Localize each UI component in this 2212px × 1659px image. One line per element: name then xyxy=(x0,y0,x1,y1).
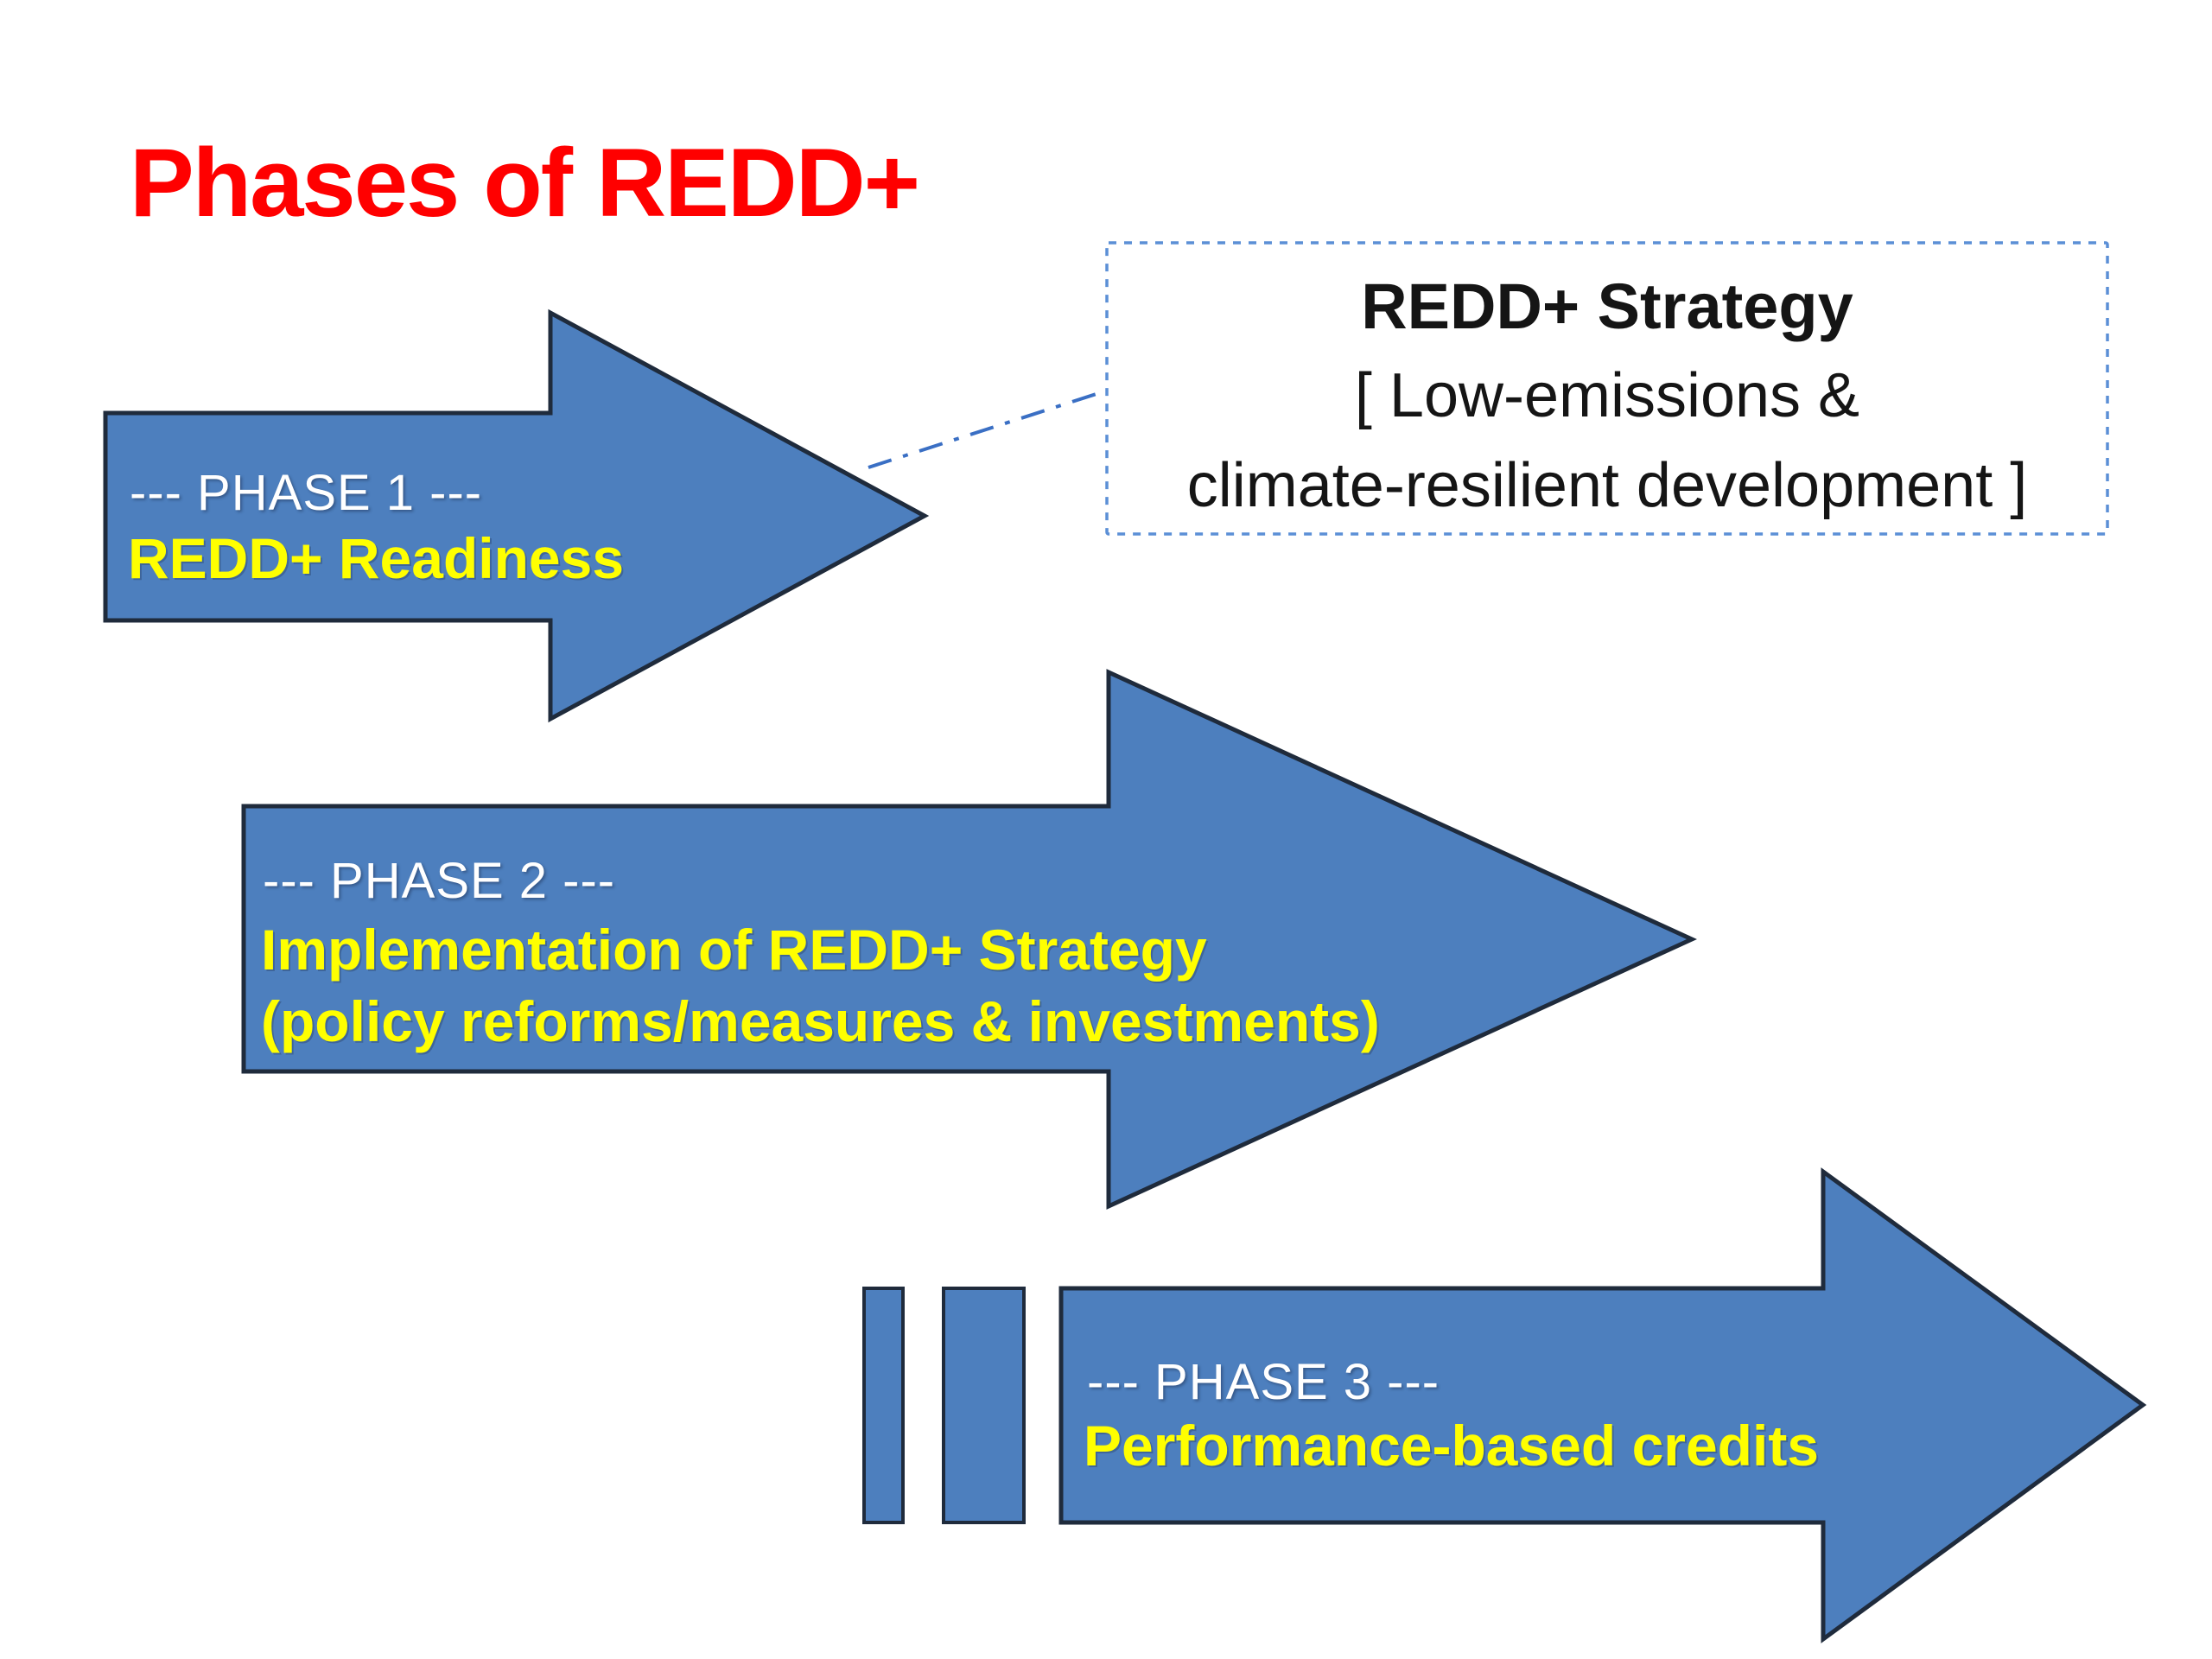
slide-title: Phases of REDD+ xyxy=(130,129,920,237)
phase-3-arrow-shape xyxy=(1058,1167,2147,1643)
strategy-box-outline xyxy=(1105,241,2109,536)
phase-2-line-2: (policy reforms/measures & investments) xyxy=(261,989,1380,1053)
phase-3-line-1: Performance-based credits xyxy=(1084,1414,1820,1478)
phase-1-line-1: REDD+ Readiness xyxy=(128,526,625,590)
connector-line xyxy=(868,389,1108,469)
phase-3-tail-bar-2 xyxy=(942,1287,1026,1524)
phase-2-arrow-shape xyxy=(241,669,1698,1210)
strategy-box-title: REDD+ Strategy xyxy=(1361,270,1853,342)
phase-3-tail-bar-1 xyxy=(862,1287,905,1524)
phase-3-label: --- PHASE 3 --- xyxy=(1087,1354,1440,1410)
strategy-box-line-3: climate-resilient development ] xyxy=(1186,451,2028,520)
phase-2-line-1: Implementation of REDD+ Strategy xyxy=(261,918,1207,982)
phase-2-label: --- PHASE 2 --- xyxy=(263,853,616,909)
phase-1-arrow-shape xyxy=(103,308,930,723)
strategy-box-line-2: [ Low-emissions & xyxy=(1354,361,1860,430)
phase-1-label: --- PHASE 1 --- xyxy=(130,465,483,521)
